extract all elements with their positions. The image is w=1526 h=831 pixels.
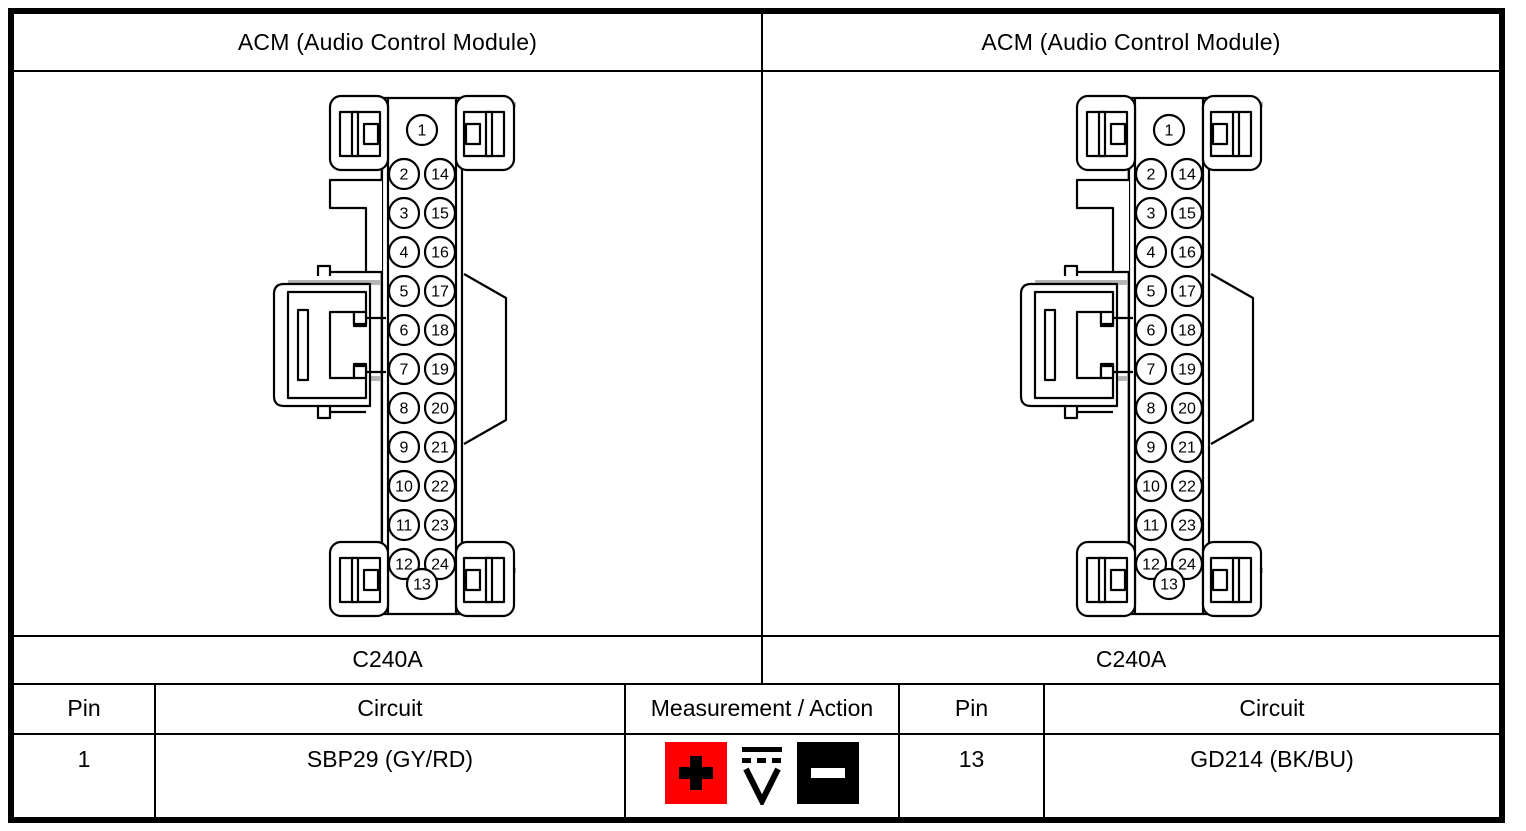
svg-text:19: 19 xyxy=(1178,362,1196,379)
connector-diagram-left: 1 2 14 3 15 4 16 5 17 6 18 7 19 8 20 9 2… xyxy=(258,76,518,636)
positive-lead-icon xyxy=(665,742,727,804)
rule-circuit-measure xyxy=(624,683,626,817)
svg-text:2: 2 xyxy=(1147,167,1156,184)
svg-text:4: 4 xyxy=(1147,245,1156,262)
svg-text:7: 7 xyxy=(1147,362,1156,379)
column-header-measurement-text: Measurement / Action xyxy=(650,694,874,721)
negative-lead-icon xyxy=(797,742,859,804)
svg-text:12: 12 xyxy=(1142,557,1160,574)
svg-text:17: 17 xyxy=(1178,284,1196,301)
panel-header-right: ACM (Audio Control Module) xyxy=(763,14,1499,70)
connector-diagram-right: 1 2 14 3 15 4 16 5 17 6 18 7 19 8 20 9 2… xyxy=(1005,76,1265,636)
data-cell-right-circuit: GD214 (BK/BU) xyxy=(1045,735,1499,783)
rule-colhead-bottom xyxy=(14,733,1499,735)
svg-text:22: 22 xyxy=(1178,479,1196,496)
svg-text:6: 6 xyxy=(400,323,409,340)
svg-text:10: 10 xyxy=(1142,479,1160,496)
data-left-circuit-text: SBP29 (GY/RD) xyxy=(306,745,474,772)
svg-text:21: 21 xyxy=(1178,440,1196,457)
svg-text:20: 20 xyxy=(1178,401,1196,418)
svg-text:21: 21 xyxy=(431,440,449,457)
panel-header-left: ACM (Audio Control Module) xyxy=(14,14,761,70)
data-left-pin-text: 1 xyxy=(77,745,91,772)
panel-header-left-text: ACM (Audio Control Module) xyxy=(237,28,538,55)
svg-text:1: 1 xyxy=(418,123,427,140)
svg-text:24: 24 xyxy=(1178,557,1196,574)
svg-text:18: 18 xyxy=(431,323,449,340)
svg-text:13: 13 xyxy=(1160,577,1178,594)
column-header-right-pin: Pin xyxy=(900,683,1043,733)
rule-diagram-bottom xyxy=(14,635,1499,637)
column-header-right-circuit: Circuit xyxy=(1045,683,1499,733)
svg-text:24: 24 xyxy=(431,557,449,574)
svg-text:7: 7 xyxy=(400,362,409,379)
svg-text:15: 15 xyxy=(1178,206,1196,223)
svg-text:3: 3 xyxy=(1147,206,1156,223)
svg-text:19: 19 xyxy=(431,362,449,379)
svg-text:17: 17 xyxy=(431,284,449,301)
connector-name-left: C240A xyxy=(14,635,761,683)
svg-text:11: 11 xyxy=(1143,518,1160,535)
svg-text:10: 10 xyxy=(395,479,413,496)
minus-glyph xyxy=(811,768,845,778)
svg-text:5: 5 xyxy=(1147,284,1156,301)
connector-name-right-text: C240A xyxy=(1095,645,1167,672)
svg-text:11: 11 xyxy=(396,518,413,535)
svg-text:6: 6 xyxy=(1147,323,1156,340)
svg-text:1: 1 xyxy=(1165,123,1174,140)
svg-text:9: 9 xyxy=(1147,440,1156,457)
svg-text:4: 4 xyxy=(400,245,409,262)
column-header-left-circuit: Circuit xyxy=(156,683,624,733)
table-frame: ACM (Audio Control Module) ACM (Audio Co… xyxy=(8,8,1505,823)
rule-header-bottom xyxy=(14,70,1499,72)
data-cell-right-pin: 13 xyxy=(900,735,1043,783)
svg-text:18: 18 xyxy=(1178,323,1196,340)
svg-text:13: 13 xyxy=(413,577,431,594)
column-header-right-pin-text: Pin xyxy=(954,694,989,721)
rule-left-pin-circuit xyxy=(154,683,156,817)
rule-connname-bottom xyxy=(14,683,1499,685)
data-right-pin-text: 13 xyxy=(958,745,985,772)
svg-text:8: 8 xyxy=(1147,401,1156,418)
column-header-left-pin-text: Pin xyxy=(67,694,101,721)
data-cell-left-pin: 1 xyxy=(14,735,154,783)
svg-text:12: 12 xyxy=(395,557,413,574)
svg-text:5: 5 xyxy=(400,284,409,301)
panel-header-right-text: ACM (Audio Control Module) xyxy=(981,28,1281,55)
data-right-circuit-text: GD214 (BK/BU) xyxy=(1190,745,1354,772)
plus-glyph xyxy=(679,756,713,790)
svg-text:16: 16 xyxy=(1178,245,1196,262)
measurement-action-icons xyxy=(626,735,898,811)
column-header-right-circuit-text: Circuit xyxy=(1239,694,1305,721)
svg-text:9: 9 xyxy=(400,440,409,457)
svg-text:22: 22 xyxy=(431,479,449,496)
svg-text:8: 8 xyxy=(400,401,409,418)
column-header-left-pin: Pin xyxy=(14,683,154,733)
svg-text:23: 23 xyxy=(431,518,449,535)
svg-text:14: 14 xyxy=(1178,167,1196,184)
svg-text:14: 14 xyxy=(431,167,449,184)
column-header-left-circuit-text: Circuit xyxy=(357,694,423,721)
dc-voltage-icon xyxy=(736,741,788,805)
connector-name-left-text: C240A xyxy=(352,645,423,672)
data-cell-left-circuit: SBP29 (GY/RD) xyxy=(156,735,624,783)
svg-text:16: 16 xyxy=(431,245,449,262)
rule-measure-rightpin xyxy=(898,683,900,817)
rule-panel-divider xyxy=(761,14,763,683)
svg-text:2: 2 xyxy=(400,167,409,184)
svg-text:20: 20 xyxy=(431,401,449,418)
svg-text:3: 3 xyxy=(400,206,409,223)
svg-text:15: 15 xyxy=(431,206,449,223)
rule-right-pin-circuit xyxy=(1043,683,1045,817)
svg-text:23: 23 xyxy=(1178,518,1196,535)
connector-name-right: C240A xyxy=(763,635,1499,683)
column-header-measurement: Measurement / Action xyxy=(626,683,898,733)
